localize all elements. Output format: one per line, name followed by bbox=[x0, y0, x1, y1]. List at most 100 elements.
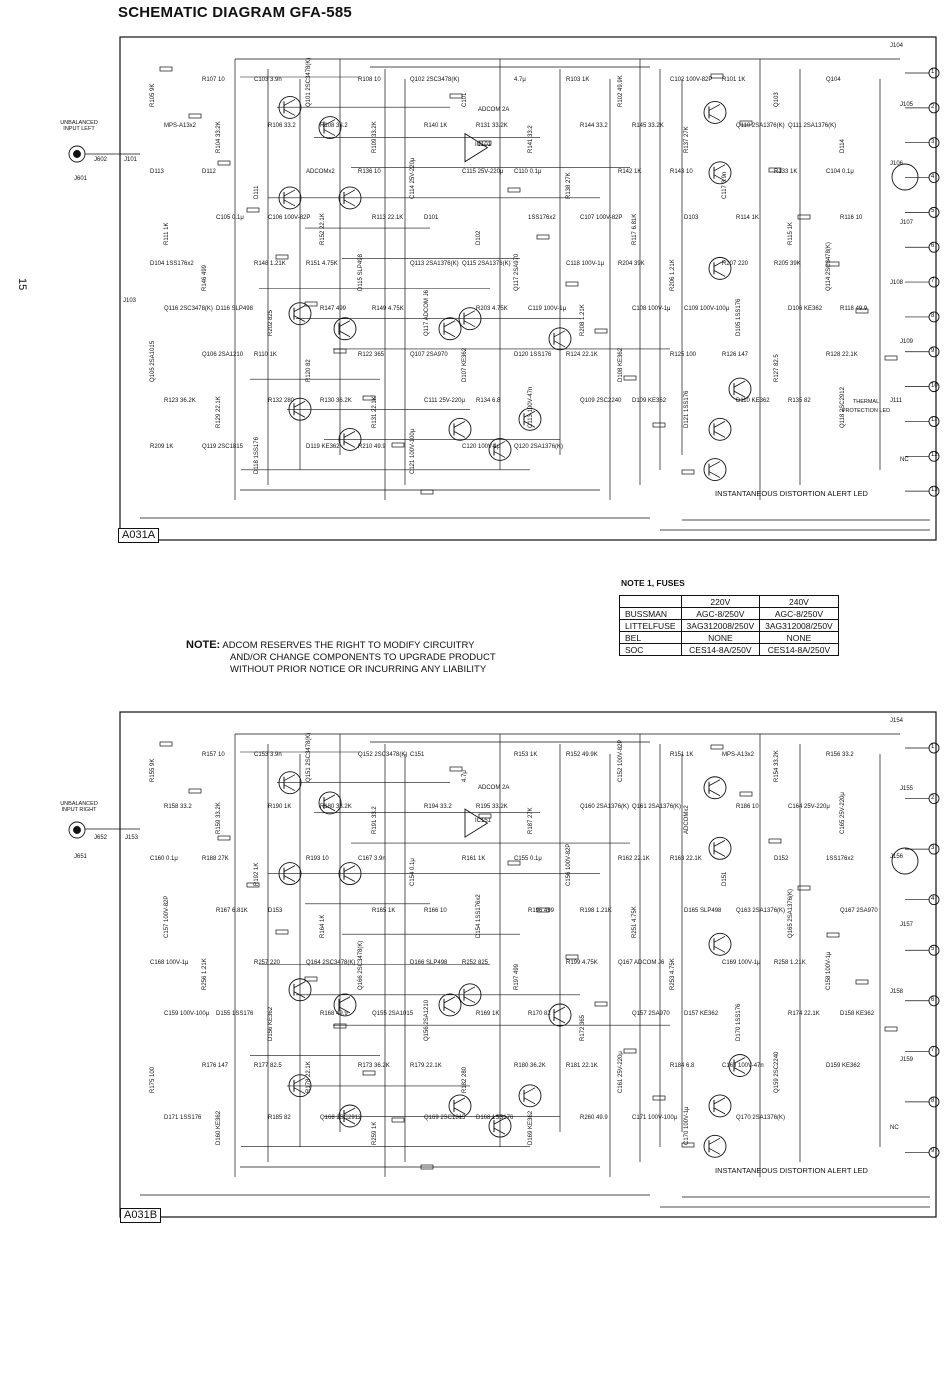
component-label: D169 KE362 bbox=[528, 1111, 534, 1146]
component-label: D118 1SS176 bbox=[254, 437, 260, 475]
pin-number: 3 bbox=[931, 138, 935, 145]
component-label: D159 KE362 bbox=[826, 1063, 861, 1070]
component-label: R122 365 bbox=[358, 352, 385, 359]
pin-number: 12 bbox=[931, 452, 938, 459]
connector-label: J111 bbox=[890, 397, 903, 404]
component-label: R142 1K bbox=[618, 168, 642, 175]
connector-label: J156 bbox=[890, 853, 904, 860]
component-label: ADCOMx2 bbox=[684, 805, 690, 834]
component-label: R132 280 bbox=[268, 398, 295, 405]
component-label: R178 22.1K bbox=[306, 1061, 312, 1094]
component-label: Q170 2SA1376(K) bbox=[736, 1115, 786, 1122]
component-label: R155 9K bbox=[150, 758, 156, 782]
connector-label: J157 bbox=[900, 921, 914, 928]
component-label: D116 SLP498 bbox=[216, 306, 253, 313]
component-label: Q163 2SA1376(K) bbox=[736, 907, 786, 914]
component-label: R149 4.75K bbox=[372, 306, 404, 313]
component-label: R111 1K bbox=[164, 222, 170, 245]
component-label: D165 SLP498 bbox=[684, 907, 722, 914]
component-label: C121 100V-100μ bbox=[410, 428, 416, 475]
component-label: Q152 2SC3478(K) bbox=[358, 752, 408, 758]
component-label: Q164 2SC3478(K) bbox=[306, 959, 356, 966]
component-label: Q104 bbox=[826, 77, 841, 83]
component-label: R205 39K bbox=[774, 260, 801, 267]
pin-number: 11 bbox=[931, 417, 938, 424]
pin-number: 7 bbox=[931, 278, 935, 285]
component-label: R209 1K bbox=[150, 444, 174, 451]
component-label: R153 1K bbox=[514, 752, 538, 758]
component-label: R127 82.5 bbox=[774, 354, 780, 383]
component-label: R143 10 bbox=[670, 168, 693, 175]
fuse-240: 3AG312008/250V bbox=[759, 619, 839, 632]
component-label: Q117 ADCOM J6 bbox=[424, 290, 430, 337]
component-label: D160 KE362 bbox=[216, 1111, 222, 1146]
component-label: C163 100V-47n bbox=[722, 1063, 764, 1070]
connector-label: J108 bbox=[890, 279, 904, 286]
component-label: R118 49.9 bbox=[840, 306, 868, 313]
component-label: C105 0.1μ bbox=[216, 214, 244, 221]
component-label: R203 4.75K bbox=[476, 306, 508, 313]
fuse-header-240: 240V bbox=[759, 595, 839, 608]
note-line-2: AND/OR CHANGE COMPONENTS TO UPGRADE PROD… bbox=[230, 652, 496, 663]
component-label: D103 bbox=[684, 214, 699, 221]
board-tag-b: A031B bbox=[120, 1208, 162, 1223]
component-label: R163 22.1K bbox=[670, 855, 702, 862]
alert-led-label-b: INSTANTANEOUS DISTORTION ALERT LED bbox=[715, 1166, 868, 1175]
component-label: 1SS176x2 bbox=[528, 214, 556, 221]
component-label: R154 33.2K bbox=[774, 750, 780, 782]
fuse-220: AGC-8/250V bbox=[680, 607, 761, 620]
component-label: Q160 2SA1376(K) bbox=[580, 803, 630, 810]
component-label: R206 1.21K bbox=[670, 258, 676, 291]
component-label: R120 82 bbox=[306, 359, 312, 383]
connector-label: J159 bbox=[900, 1057, 914, 1064]
opamp-label-a: ADCOM 2A bbox=[478, 107, 510, 113]
component-label: C160 0.1μ bbox=[150, 855, 178, 862]
component-label: 4.7μ bbox=[514, 77, 526, 83]
component-label: Q103 bbox=[774, 92, 780, 107]
pin-number: 5 bbox=[931, 208, 935, 215]
component-label: R169 1K bbox=[476, 1011, 500, 1018]
component-label: Q113 2SA1376(K) bbox=[410, 260, 459, 267]
note-line-3: WITHOUT PRIOR NOTICE OR INCURRING ANY LI… bbox=[230, 664, 487, 675]
component-label: D115 SLP498 bbox=[358, 253, 364, 291]
component-label: Q165 2SA1376(K) bbox=[788, 888, 794, 938]
component-label: R184 6.8 bbox=[670, 1063, 695, 1070]
component-label: D120 1SS176 bbox=[514, 352, 552, 359]
component-label: R129 22.1K bbox=[216, 396, 222, 429]
component-label: R204 39K bbox=[618, 260, 645, 267]
component-label: C115 25V-220μ bbox=[462, 168, 504, 175]
component-label: Q109 2SC2240 bbox=[580, 398, 622, 405]
component-label: D166 SLP498 bbox=[410, 959, 448, 966]
component-label: C119 100V-1μ bbox=[528, 306, 567, 313]
component-label: D168 1SS176 bbox=[476, 1115, 514, 1122]
component-label: C109 100V-100μ bbox=[684, 306, 730, 313]
component-label: C157 100V-82P bbox=[164, 895, 170, 938]
component-label: C111 25V-220μ bbox=[424, 398, 465, 405]
connector-label: J109 bbox=[900, 338, 914, 345]
component-label: R148 1.21K bbox=[254, 260, 286, 267]
component-label: R136 10 bbox=[358, 168, 381, 175]
pin-number: 9 bbox=[931, 347, 935, 354]
jack-j601: J601 bbox=[74, 176, 88, 182]
component-label: Q156 2SA1210 bbox=[424, 1000, 430, 1042]
component-label: R131 22.1K bbox=[372, 396, 378, 429]
pin-number: 2 bbox=[931, 794, 935, 801]
component-label: R177 82.5 bbox=[254, 1063, 282, 1070]
component-label: R258 1.21K bbox=[774, 959, 806, 966]
component-label: C113 100V-47n bbox=[528, 386, 534, 429]
component-label: R185 82 bbox=[268, 1115, 291, 1122]
component-label: D110 KE362 bbox=[736, 398, 770, 405]
component-label: R140 1K bbox=[424, 122, 448, 129]
component-label: R199 4.75K bbox=[566, 959, 598, 966]
component-label: C164 25V-220μ bbox=[788, 803, 830, 810]
fuse-220: NONE bbox=[680, 631, 761, 644]
component-label: R172 365 bbox=[580, 1015, 586, 1042]
component-label: R151 4.75K bbox=[306, 260, 338, 267]
component-label: C103 3.9n bbox=[254, 77, 282, 83]
component-label: R173 36.2K bbox=[358, 1063, 390, 1070]
component-label: Q168 2SC2912 bbox=[320, 1115, 362, 1122]
fuse-row: SOC CES14-8A/250V CES14-8A/250V bbox=[619, 643, 839, 656]
component-label: D112 bbox=[202, 168, 216, 175]
component-label: R108 33.2 bbox=[320, 122, 348, 129]
